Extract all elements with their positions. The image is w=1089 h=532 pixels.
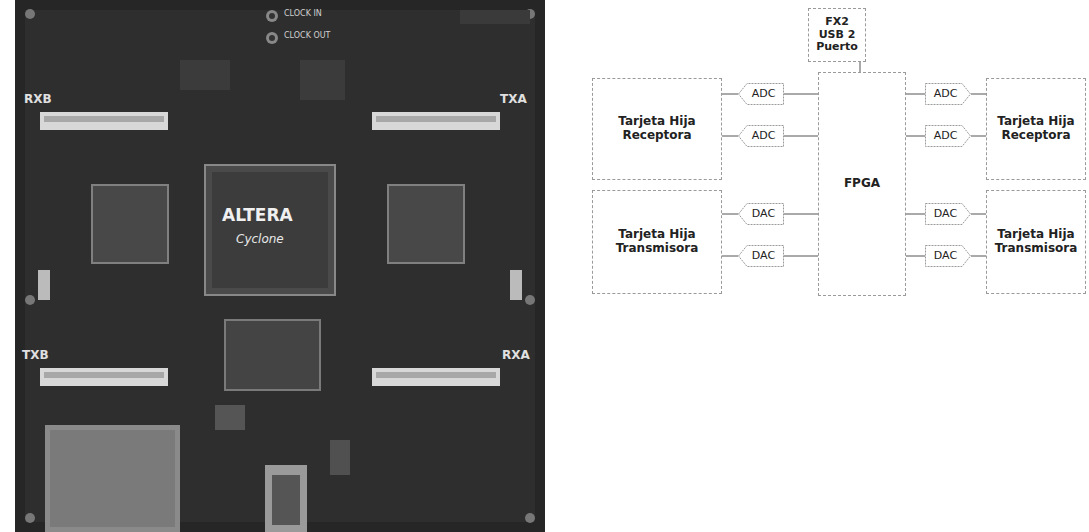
dac-block: DAC xyxy=(738,203,784,225)
signal-line xyxy=(860,62,861,72)
board-label: CLOCK IN xyxy=(284,9,322,18)
node-text: FPGA xyxy=(844,177,880,191)
adc-block: ADC xyxy=(738,125,784,147)
signal-line xyxy=(971,94,986,95)
dac-block: DAC xyxy=(925,203,971,225)
node-text: DAC xyxy=(747,250,775,263)
signal-line xyxy=(784,94,818,95)
board-photo xyxy=(0,0,560,532)
daughterboard-box: Tarjeta Hija Receptora xyxy=(986,78,1086,180)
usb-port-box: FX2 USB 2 Puerto xyxy=(808,8,866,62)
adc-block: ADC xyxy=(738,83,784,105)
dac-block: DAC xyxy=(738,245,784,267)
signal-line xyxy=(906,256,925,257)
signal-line xyxy=(906,94,925,95)
signal-line xyxy=(971,256,986,257)
signal-line xyxy=(722,94,738,95)
signal-line xyxy=(971,136,986,137)
node-text: Tarjeta Hija Receptora xyxy=(992,115,1080,143)
board-label: Cyclone xyxy=(236,232,284,246)
signal-line xyxy=(906,214,925,215)
adc-block: ADC xyxy=(925,125,971,147)
signal-line xyxy=(722,214,738,215)
node-text: DAC xyxy=(934,250,962,263)
board-label: TXA xyxy=(500,92,527,106)
node-text: FX2 USB 2 Puerto xyxy=(814,16,860,54)
node-text: ADC xyxy=(747,88,776,101)
fpga-box: FPGA xyxy=(818,72,906,296)
board-label: RXA xyxy=(502,348,530,362)
node-text: ADC xyxy=(934,88,963,101)
board-label: ALTERA xyxy=(222,205,293,225)
node-text: DAC xyxy=(934,208,962,221)
node-text: DAC xyxy=(747,208,775,221)
adc-block: ADC xyxy=(925,83,971,105)
board-label: RXB xyxy=(24,92,52,106)
daughterboard-box: Tarjeta Hija Transmisora xyxy=(592,190,722,294)
board-label: CLOCK OUT xyxy=(284,31,330,40)
dac-block: DAC xyxy=(925,245,971,267)
daughterboard-box: Tarjeta Hija Receptora xyxy=(592,78,722,180)
signal-line xyxy=(784,214,818,215)
node-text: Tarjeta Hija Transmisora xyxy=(612,228,702,256)
signal-line xyxy=(906,136,925,137)
node-text: ADC xyxy=(934,130,963,143)
signal-line xyxy=(784,256,818,257)
signal-line xyxy=(722,256,738,257)
node-text: ADC xyxy=(747,130,776,143)
board-label: TXB xyxy=(22,348,49,362)
signal-line xyxy=(971,214,986,215)
daughterboard-box: Tarjeta Hija Transmisora xyxy=(986,190,1086,294)
signal-line xyxy=(784,136,818,137)
node-text: Tarjeta Hija Transmisora xyxy=(992,228,1080,256)
signal-line xyxy=(722,136,738,137)
node-text: Tarjeta Hija Receptora xyxy=(612,115,702,143)
